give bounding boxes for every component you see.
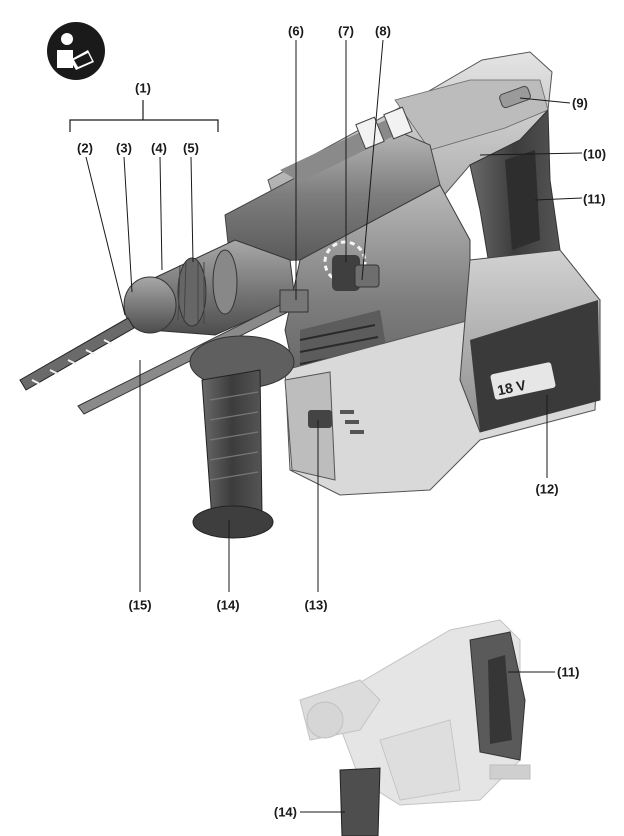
- leader-lines: [85, 39, 583, 592]
- auxiliary-handle: [189, 335, 295, 539]
- callout-bracket-1: [69, 100, 219, 132]
- callout-5: (5): [183, 140, 199, 156]
- drill-bit: [19, 317, 135, 391]
- handle-detail-illustration: [299, 619, 555, 836]
- callout-9: (9): [572, 95, 588, 111]
- callout-11: (11): [583, 191, 606, 207]
- callout-13: (13): [304, 597, 328, 613]
- callout-2: (2): [77, 140, 93, 156]
- callout-11-detail: (11): [557, 664, 580, 680]
- battery-pack: 18 V: [459, 249, 601, 433]
- callout-14: (14): [216, 597, 240, 613]
- callout-15: (15): [128, 597, 152, 613]
- callout-14-detail: (14): [273, 804, 297, 820]
- callout-6: (6): [288, 23, 304, 39]
- battery-voltage-label: 18 V: [496, 377, 528, 399]
- callout-7: (7): [338, 23, 354, 39]
- callout-10: (10): [583, 146, 607, 162]
- depth-stop: [77, 289, 309, 415]
- drill-housing: [224, 51, 553, 263]
- keyless-chuck: [123, 239, 296, 336]
- callout-4: (4): [151, 140, 167, 156]
- main-handle: [469, 85, 561, 276]
- callout-12: (12): [535, 481, 559, 497]
- read-manual-icon: [47, 22, 105, 80]
- callout-3: (3): [116, 140, 132, 156]
- callout-1: (1): [135, 80, 151, 96]
- callout-8: (8): [375, 23, 391, 39]
